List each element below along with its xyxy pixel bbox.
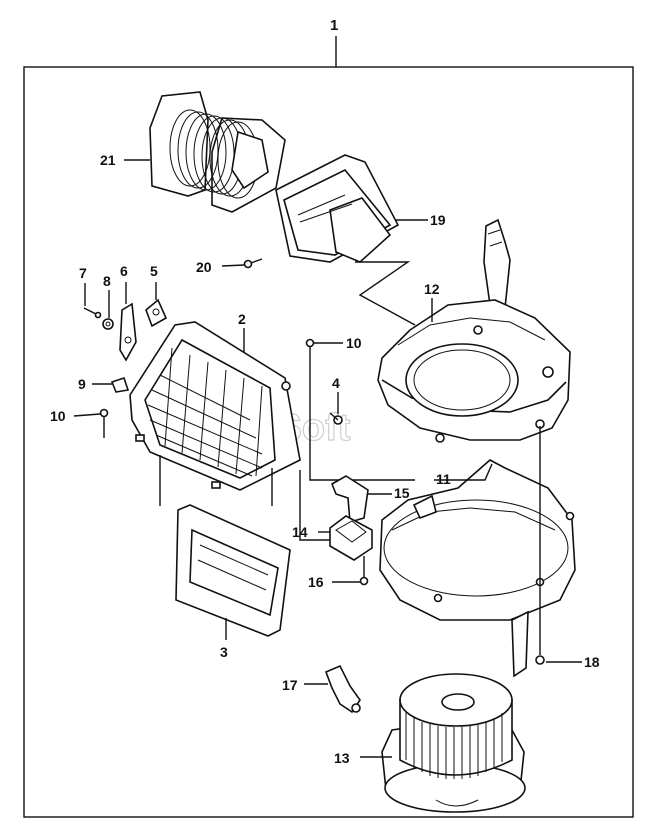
assembly-frame: 1 <box>23 17 634 818</box>
screw-10-left-part <box>99 408 109 438</box>
callout-17: 17 <box>282 677 298 693</box>
callout-7: 7 <box>79 265 87 281</box>
callout-16: 16 <box>308 574 324 590</box>
resistor-14-part <box>329 515 373 561</box>
callout-10-right: 10 <box>346 335 362 351</box>
callout-12: 12 <box>424 281 440 297</box>
callout-5: 5 <box>150 263 158 279</box>
filter-housing-part <box>129 321 301 491</box>
filter-frame-part <box>175 504 291 637</box>
callout-4: 4 <box>332 375 340 391</box>
screw-16-part <box>359 556 369 586</box>
callout-8: 8 <box>103 273 111 289</box>
lever-6-part <box>119 302 137 362</box>
callout-20: 20 <box>196 259 212 275</box>
inlet-adapter-part <box>275 154 400 263</box>
duct-hose-part <box>149 91 286 213</box>
callout-21: 21 <box>100 152 116 168</box>
callout-14: 14 <box>292 524 308 540</box>
callout-1: 1 <box>330 17 338 34</box>
link-5-part <box>145 298 168 328</box>
callout-2: 2 <box>238 311 246 327</box>
clip-9-part <box>110 376 130 393</box>
callout-9: 9 <box>78 376 86 392</box>
callout-19: 19 <box>430 212 446 228</box>
callout-6: 6 <box>120 263 128 279</box>
callout-11: 11 <box>436 471 451 487</box>
hose-fitting-17-part <box>324 664 361 714</box>
lower-blower-case-part <box>379 459 576 678</box>
screw-18-part <box>535 426 545 665</box>
screw-20-part <box>243 258 263 269</box>
bracket-15-part <box>330 475 369 524</box>
callout-3: 3 <box>220 644 228 660</box>
callout-18: 18 <box>584 654 600 670</box>
callout-15: 15 <box>394 485 410 501</box>
callout-13: 13 <box>334 750 350 766</box>
screw-4-part <box>329 412 343 425</box>
blower-motor-13-part <box>381 673 526 813</box>
nut-8-part <box>102 318 114 330</box>
upper-blower-case-part <box>377 218 571 443</box>
screw-10-right-part <box>305 338 315 372</box>
callout-10-left: 10 <box>50 408 66 424</box>
screw-7-part <box>83 307 102 319</box>
